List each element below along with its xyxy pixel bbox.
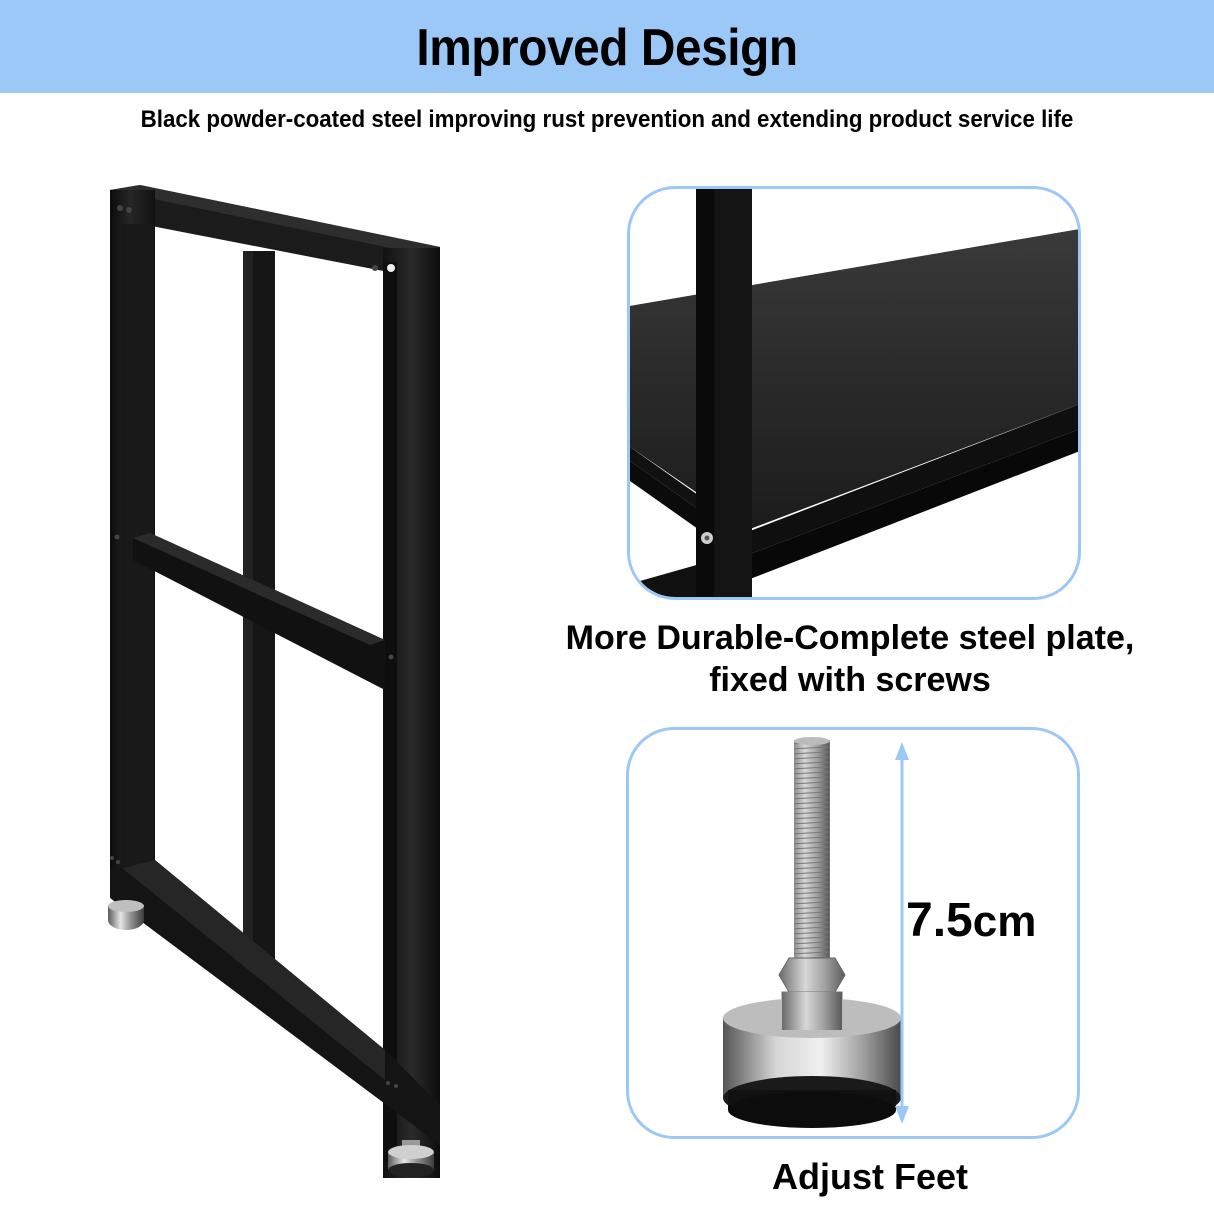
page-title: Improved Design [416, 19, 798, 77]
shelf-caption-line2: fixed with screws [709, 661, 991, 699]
shelf-plate-illustration [630, 189, 1078, 597]
feet-caption: Adjust Feet [771, 1156, 968, 1197]
left-foot [108, 900, 144, 930]
measurement-value: 7.5 [906, 894, 973, 947]
measurement-unit: cm [972, 897, 1037, 946]
steel-frame-illustration [108, 185, 440, 1178]
header-banner: Improved Design [0, 0, 1214, 93]
measurement-arrow [895, 742, 909, 1124]
side-frame-image [0, 150, 560, 1214]
shelf-caption: More Durable-Complete steel plate, fixed… [500, 617, 1200, 701]
leveling-foot-illustration [723, 737, 909, 1128]
shelf-plate-panel [627, 186, 1081, 600]
shelf-caption-line1: More Durable-Complete steel plate, [565, 619, 1135, 657]
page-subtitle: Black powder-coated steel improving rust… [140, 106, 1074, 133]
foot-height-label: 7.5cm [906, 893, 1036, 950]
adjustable-foot-panel [626, 727, 1080, 1139]
right-foot [388, 1140, 434, 1177]
